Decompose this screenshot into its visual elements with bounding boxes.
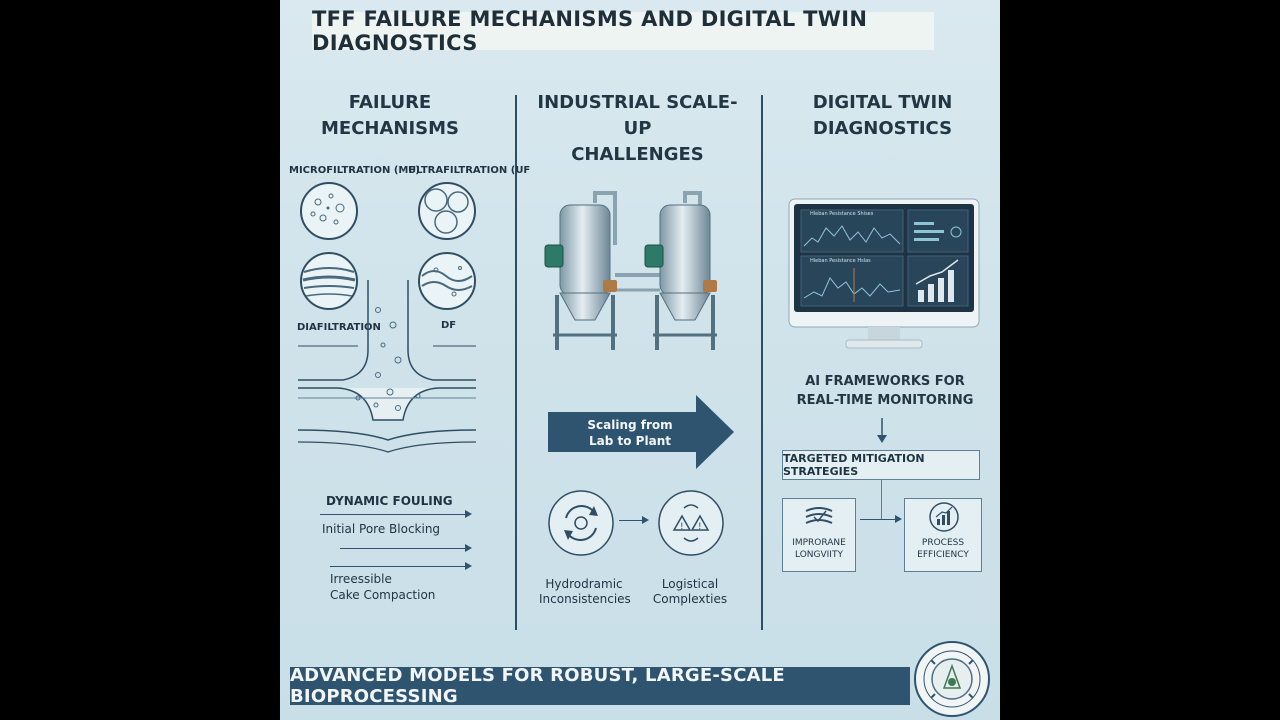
irreversible-label-line1: Irreessible [330, 572, 392, 586]
label-line: IMPRORANE [792, 538, 846, 548]
screen-label: Hleban Pesistance Hslas [810, 258, 871, 264]
ai-frameworks-label: AI FRAMEWORKS FOR REAL-TIME MONITORING [785, 372, 985, 410]
down-arrow-icon [877, 418, 887, 443]
bioreactor-illustration [544, 191, 717, 350]
scaling-arrow-text: Scaling from Lab to Plant [570, 417, 690, 449]
cake-arrow [330, 562, 472, 570]
efficiency-label: PROCESS EFFICIENCY [905, 537, 981, 561]
footer-banner: ADVANCED MODELS FOR ROBUST, LARGE-SCALE … [290, 665, 910, 707]
hydrodynamic-inconsistencies-label: Hydrodramic Inconsistencies [539, 577, 631, 607]
mitigation-arrow [860, 515, 902, 523]
microfiltration-membrane-icon [300, 182, 358, 240]
challenge-arrow [619, 516, 649, 524]
membrane-channel-diagram [298, 280, 477, 453]
dynamic-fouling-label: DYNAMIC FOULING [326, 494, 453, 508]
heading-line: INDUSTRIAL SCALE-UP [537, 92, 738, 139]
pore-blocking-arrow [340, 544, 472, 552]
label-line: PROCESS [921, 538, 965, 548]
cake-compaction-label: Cake Compaction [330, 588, 436, 602]
microfiltration-label: MICROFILTRATION (MF) [289, 165, 420, 176]
column-divider-right [761, 95, 763, 630]
label-line: Inconsistencies [539, 592, 631, 606]
page-title: TFF FAILURE MECHANISMS AND DIGITAL TWIN … [312, 7, 934, 55]
heading-line: DIAGNOSTICS [812, 118, 953, 139]
heading-line: CHALLENGES [571, 144, 704, 165]
hydrodynamic-cycle-icon [548, 490, 614, 556]
label-line: Hydrodramic [545, 577, 623, 591]
digital-twin-heading: DIGITAL TWIN DIAGNOSTICS [775, 90, 990, 142]
diafiltration-membrane-icon [300, 252, 358, 310]
svg-text:!: ! [680, 522, 684, 532]
ultrafiltration-membrane-icon [418, 182, 476, 240]
membrane-longevity-box: IMPRORANE LONGVIITY [782, 498, 856, 572]
label-line: REAL-TIME MONITORING [796, 393, 974, 408]
membrane-layers-icon [805, 507, 833, 524]
label-line: Logistical [661, 577, 719, 591]
arrow-text-line: Scaling from [587, 418, 673, 432]
logistics-warning-icon: ! ! [658, 490, 724, 556]
failure-mechanisms-heading: FAILURE MECHANISMS [300, 90, 480, 142]
efficiency-chart-icon [929, 502, 959, 532]
institution-seal-logo [914, 641, 990, 717]
column-divider-left [515, 95, 517, 630]
label-line: EFFICIENCY [917, 550, 969, 560]
heading-line: MECHANISMS [320, 118, 459, 139]
df-label: DF [441, 320, 457, 331]
label-line: LONGVIITY [795, 550, 843, 560]
scale-up-heading: INDUSTRIAL SCALE-UP CHALLENGES [525, 90, 750, 168]
heading-line: FAILURE [348, 92, 432, 113]
infographic-poster: TFF FAILURE MECHANISMS AND DIGITAL TWIN … [280, 0, 1000, 720]
heading-line: DIGITAL TWIN [812, 92, 953, 113]
fouling-arrow [320, 510, 472, 518]
diafiltration-label: DIAFILTRATION [297, 322, 381, 333]
svg-text:!: ! [698, 522, 702, 532]
label-line: AI FRAMEWORKS FOR [805, 374, 965, 389]
df-membrane-icon [418, 252, 476, 310]
connector-line [881, 479, 882, 519]
scaling-arrow [548, 395, 734, 469]
logistical-complexities-label: Logistical Complexties [645, 577, 735, 607]
monitor-dashboard-icon [788, 198, 980, 349]
process-efficiency-box: PROCESS EFFICIENCY [904, 498, 982, 572]
initial-pore-blocking-label: Initial Pore Blocking [322, 522, 441, 536]
ultrafiltration-label: ULTRAFILTRATION (UF [408, 165, 531, 176]
label-line: Complexties [652, 592, 728, 606]
arrow-text-line: Lab to Plant [589, 434, 671, 448]
screen-label: Hleban Pesistance Shises [810, 211, 874, 217]
longevity-label: IMPRORANE LONGVIITY [783, 537, 855, 561]
mitigation-strategies-box: TARGETED MITIGATION STRATEGIES [782, 450, 980, 480]
